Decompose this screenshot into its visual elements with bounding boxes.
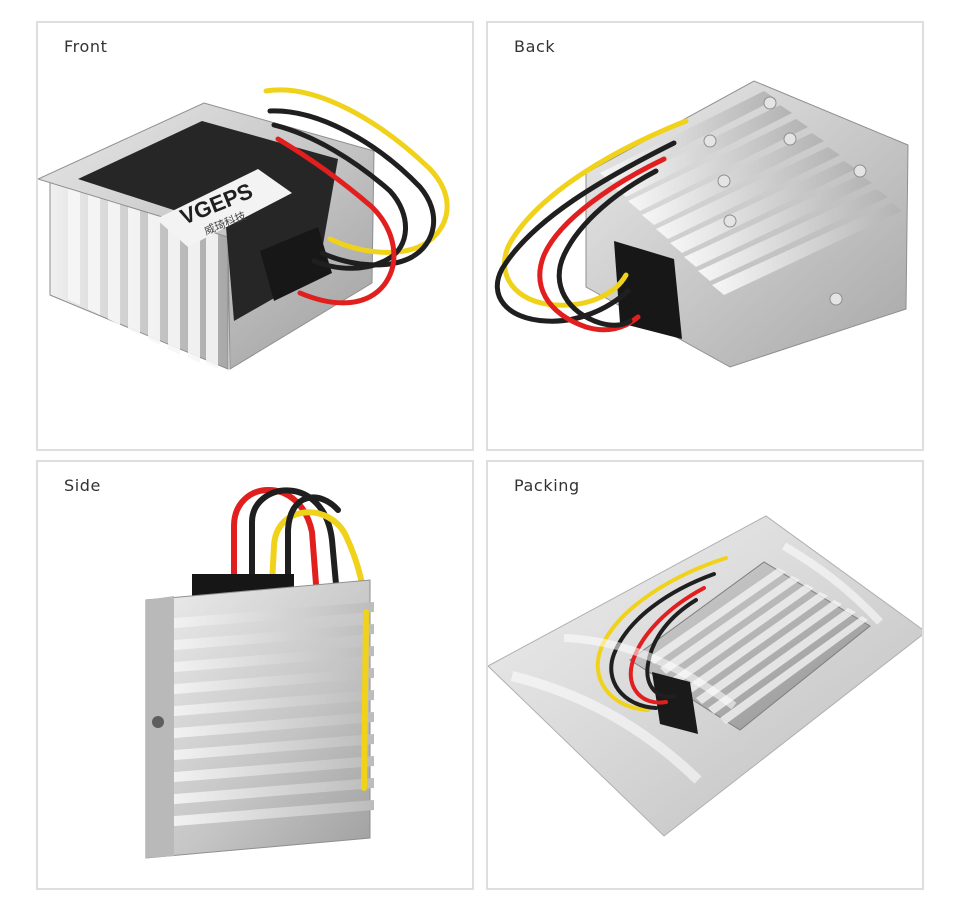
panel-back: Back bbox=[486, 21, 924, 451]
front-connector bbox=[260, 227, 332, 301]
back-heat-fins bbox=[600, 91, 902, 295]
front-wires bbox=[263, 87, 450, 306]
side-product-image bbox=[145, 487, 374, 859]
back-wires bbox=[494, 118, 689, 333]
back-bosses bbox=[703, 96, 867, 306]
back-product-image bbox=[494, 80, 909, 368]
packing-product bbox=[629, 561, 871, 734]
side-wires bbox=[231, 487, 369, 615]
packing-bag-highlights bbox=[510, 542, 883, 784]
side-yellow-wire-run bbox=[361, 609, 369, 791]
panel-front: Front bbox=[36, 21, 474, 451]
front-product-image: VGEPS 威琦科技 bbox=[38, 87, 450, 370]
back-connector bbox=[614, 241, 682, 339]
panel-label-side: Side bbox=[64, 476, 102, 495]
panel-side: Side bbox=[36, 460, 474, 890]
panel-packing: Packing bbox=[486, 460, 924, 890]
panel-label-front: Front bbox=[64, 37, 108, 56]
panel-label-packing: Packing bbox=[514, 476, 580, 495]
side-heat-fins bbox=[150, 602, 374, 828]
packing-product-image bbox=[488, 515, 922, 837]
panel-label-back: Back bbox=[514, 37, 556, 56]
